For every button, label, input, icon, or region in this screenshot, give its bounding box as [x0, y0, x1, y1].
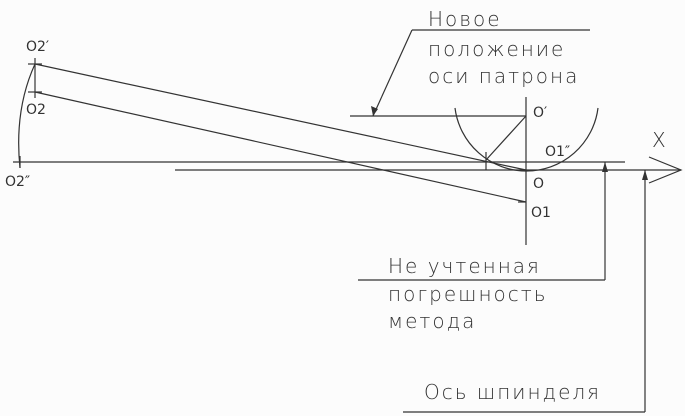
callout-new-axis-line3: оси патрона [428, 64, 580, 88]
line-o2-o1 [34, 91, 527, 203]
label-o2-double-prime: O2″ [5, 174, 31, 190]
callout-error-line3: метода [388, 309, 477, 333]
label-x-axis: X [652, 128, 668, 152]
leader-arrow-icon [602, 162, 608, 172]
callout-error-line2: погрешность [388, 282, 548, 306]
label-o-prime: O′ [533, 105, 548, 121]
radius-line [485, 115, 527, 161]
o2-arc [18, 63, 36, 169]
line-o2prime-o [34, 63, 527, 171]
callout-leader-new-axis [372, 29, 413, 117]
label-o2-prime: O2′ [26, 39, 50, 55]
x-axis-arrow-icon [648, 156, 683, 184]
label-o1-double-prime: O1″ [545, 144, 571, 160]
leader-arrow-icon [642, 170, 648, 180]
label-o2: O2 [26, 102, 46, 118]
callout-new-axis-line1: Новое [428, 7, 502, 31]
rotation-arc [454, 107, 599, 172]
label-o: O [533, 176, 545, 192]
callout-new-axis-line2: положение [428, 37, 566, 61]
label-o1: O1 [531, 205, 551, 221]
leader-arrow-icon [371, 106, 378, 116]
callout-spindle-axis: Ось шпинделя [424, 380, 602, 404]
callout-error-line1: Не учтенная [388, 254, 541, 278]
